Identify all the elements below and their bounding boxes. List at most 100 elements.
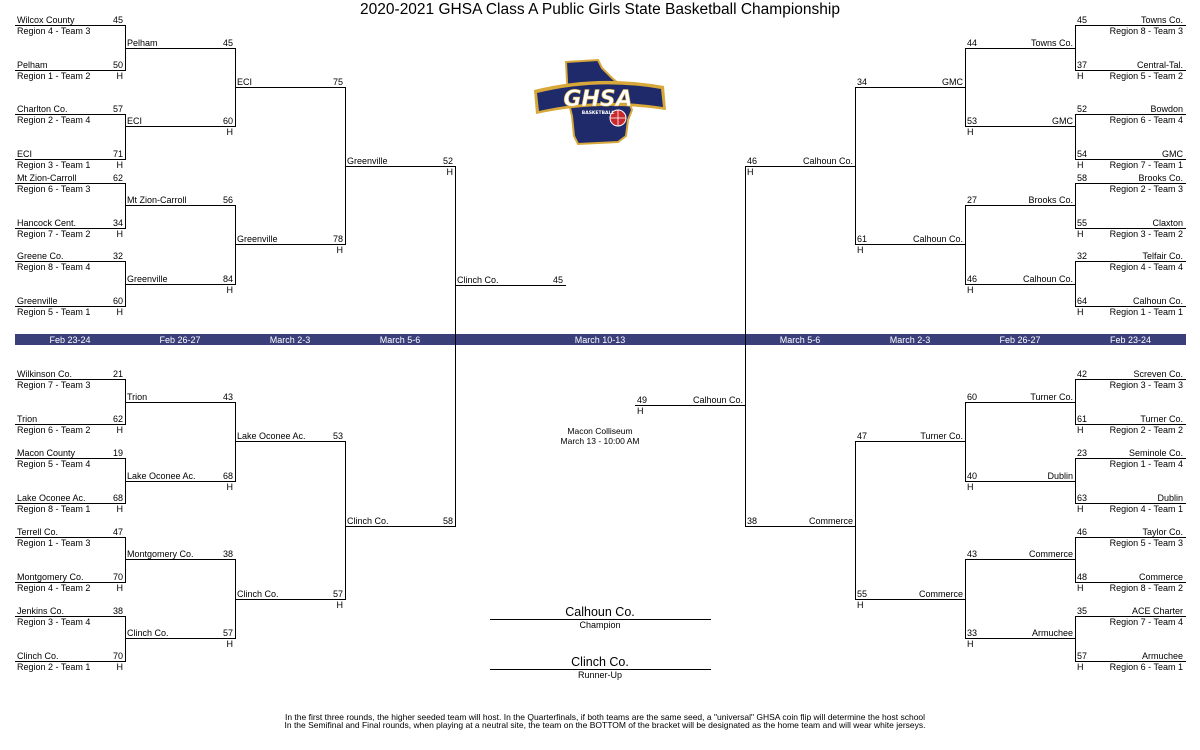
score: 56 xyxy=(222,195,233,205)
score: 21 xyxy=(112,369,123,379)
bracket-line xyxy=(1075,616,1186,617)
team-seed: Region 5 - Team 1 xyxy=(17,307,91,317)
home-indicator: H xyxy=(116,71,124,81)
team-name: Towns Co. xyxy=(1030,38,1073,48)
bracket-line xyxy=(15,537,126,538)
bracket-connector xyxy=(345,441,346,599)
bracket-line xyxy=(855,244,966,245)
team-name: Turner Co. xyxy=(920,431,963,441)
score: 53 xyxy=(332,431,343,441)
team-seed: Region 3 - Team 4 xyxy=(17,617,91,627)
team-name: Clinch Co. xyxy=(17,651,59,661)
bracket-line xyxy=(15,70,126,71)
score: 45 xyxy=(552,275,563,285)
team-seed: Region 3 - Team 1 xyxy=(17,160,91,170)
bracket-connector xyxy=(965,559,966,638)
bracket-line xyxy=(15,458,126,459)
bracket-line xyxy=(1075,424,1186,425)
bracket-line xyxy=(235,87,346,88)
team-name: Seminole Co. xyxy=(1128,448,1183,458)
team-seed: Region 4 - Team 2 xyxy=(17,583,91,593)
ghsa-logo: GHSA BASKETBALL xyxy=(528,56,672,148)
team-seed: Region 7 - Team 4 xyxy=(1109,617,1183,627)
score: 38 xyxy=(747,516,758,526)
team-seed: Region 1 - Team 2 xyxy=(17,71,91,81)
home-indicator: H xyxy=(116,160,124,170)
team-name: Clinch Co. xyxy=(457,275,499,285)
bracket-line xyxy=(745,166,856,167)
team-name: Hancock Cent. xyxy=(17,218,77,228)
bracket-line xyxy=(855,599,966,600)
bracket-line xyxy=(965,284,1076,285)
team-name: Calhoun Co. xyxy=(692,395,743,405)
bracket-connector xyxy=(1075,114,1076,159)
score: 46 xyxy=(1077,527,1088,537)
bracket-line xyxy=(15,616,126,617)
home-indicator: H xyxy=(1077,504,1084,514)
home-indicator: H xyxy=(226,127,234,137)
round-date: Feb 26-27 xyxy=(159,335,201,345)
bracket-connector xyxy=(125,25,126,70)
team-seed: Region 5 - Team 2 xyxy=(1109,71,1183,81)
team-name: Greenville xyxy=(237,234,278,244)
logo-subtext: BASKETBALL xyxy=(582,110,615,116)
home-indicator: H xyxy=(336,245,344,255)
bracket-line xyxy=(125,126,236,127)
bracket-line xyxy=(855,441,966,442)
score: 53 xyxy=(967,116,978,126)
home-indicator: H xyxy=(967,482,974,492)
team-name: Clinch Co. xyxy=(237,589,279,599)
home-indicator: H xyxy=(967,285,974,295)
bracket-line xyxy=(345,526,456,527)
team-name: Screven Co. xyxy=(1133,369,1183,379)
team-seed: Region 4 - Team 3 xyxy=(17,26,91,36)
bracket-line xyxy=(15,503,126,504)
score: 40 xyxy=(967,471,978,481)
score: 62 xyxy=(112,414,123,424)
champion-line xyxy=(490,619,711,620)
team-name: Montgomery Co. xyxy=(17,572,84,582)
team-name: Commerce xyxy=(808,516,853,526)
team-name: Commerce xyxy=(1028,549,1073,559)
runner-up-line xyxy=(490,669,711,670)
bracket-line xyxy=(15,228,126,229)
bracket-line xyxy=(125,559,236,560)
team-seed: Region 5 - Team 3 xyxy=(1109,538,1183,548)
team-name: Brooks Co. xyxy=(1028,195,1073,205)
bracket-line xyxy=(345,166,456,167)
home-indicator: H xyxy=(857,245,864,255)
team-name: Towns Co. xyxy=(1140,15,1183,25)
bracket-line xyxy=(125,205,236,206)
round-date: Feb 23-24 xyxy=(49,335,91,345)
team-name: Calhoun Co. xyxy=(1132,296,1183,306)
bracket-line xyxy=(125,284,236,285)
score: 50 xyxy=(112,60,123,70)
score: 61 xyxy=(1077,414,1088,424)
team-name: Charlton Co. xyxy=(17,104,68,114)
team-name: Armuchee xyxy=(1031,628,1073,638)
round-date: March 10-13 xyxy=(574,335,626,345)
score: 38 xyxy=(112,606,123,616)
venue: Macon Colliseum xyxy=(567,426,633,436)
home-indicator: H xyxy=(747,167,754,177)
score: 55 xyxy=(1077,218,1088,228)
home-indicator: H xyxy=(857,600,864,610)
score: 68 xyxy=(112,493,123,503)
team-name: Central-Tal. xyxy=(1136,60,1183,70)
home-indicator: H xyxy=(336,600,344,610)
team-name: ACE Charter xyxy=(1131,606,1183,616)
bracket-line xyxy=(15,261,126,262)
round-dates-bar xyxy=(15,334,1186,345)
score: 64 xyxy=(1077,296,1088,306)
score: 44 xyxy=(967,38,978,48)
home-indicator: H xyxy=(967,639,974,649)
bracket-line xyxy=(15,183,126,184)
home-indicator: H xyxy=(1077,425,1084,435)
team-name: Terrell Co. xyxy=(17,527,59,537)
team-seed: Region 1 - Team 3 xyxy=(17,538,91,548)
team-name: Turner Co. xyxy=(1030,392,1073,402)
round-date: March 5-6 xyxy=(379,335,421,345)
footnote-2: In the Semifinal and Final rounds, when … xyxy=(284,720,926,730)
bracket-line xyxy=(1075,70,1186,71)
